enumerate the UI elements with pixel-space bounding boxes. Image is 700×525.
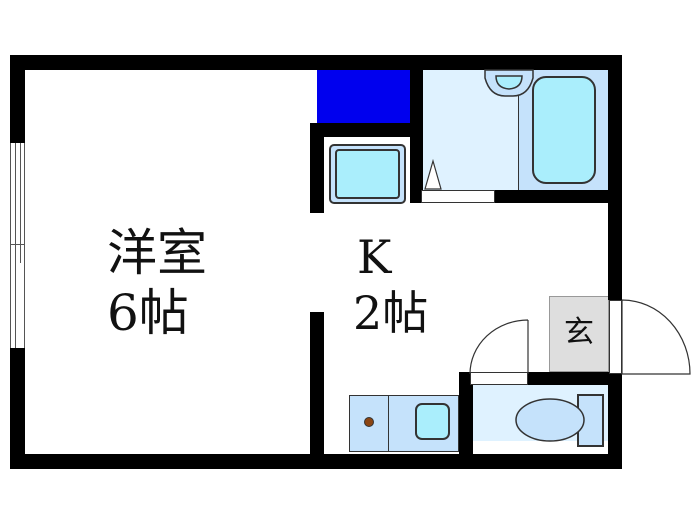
bathroom-door-sill bbox=[421, 190, 495, 203]
bathtub bbox=[532, 76, 596, 184]
wall-right-upper bbox=[608, 55, 622, 300]
entrance-floor bbox=[549, 296, 609, 372]
entry-door-swing bbox=[621, 299, 691, 375]
wall-left-lower bbox=[10, 348, 25, 468]
wall-interior-kitchen-left bbox=[310, 312, 324, 469]
western-room-size: 6帖 bbox=[107, 284, 189, 342]
wall-left-upper bbox=[10, 55, 25, 143]
window bbox=[10, 143, 25, 348]
kitchen-sink bbox=[415, 403, 450, 440]
wall-interior-closet-bottom bbox=[310, 123, 423, 137]
window-pane-line-2 bbox=[20, 143, 21, 263]
kitchen-name: K bbox=[357, 230, 392, 284]
counter-divider bbox=[388, 395, 389, 452]
wall-top bbox=[10, 55, 622, 70]
entrance-label: 玄 bbox=[564, 315, 594, 350]
washing-machine bbox=[335, 149, 400, 199]
kitchen-size: 2帖 bbox=[353, 286, 429, 340]
wall-right-lower bbox=[608, 372, 622, 469]
western-room-name: 洋室 bbox=[107, 224, 207, 282]
window-pane-line bbox=[15, 143, 16, 348]
wall-interior-bath-left bbox=[410, 55, 423, 203]
wall-interior-toilet-top bbox=[528, 372, 622, 385]
faucet-icon bbox=[424, 158, 442, 190]
toilet-bowl-icon bbox=[515, 398, 585, 442]
wall-interior-closet-left bbox=[310, 123, 324, 213]
stove-burner-icon bbox=[364, 417, 374, 427]
closet bbox=[317, 70, 410, 123]
toilet-door-sill bbox=[470, 372, 528, 385]
wall-interior-bath-bottom bbox=[495, 190, 622, 203]
toilet-door-swing bbox=[469, 319, 529, 375]
window-latch bbox=[11, 244, 24, 245]
wall-interior-toilet-left bbox=[459, 372, 473, 469]
